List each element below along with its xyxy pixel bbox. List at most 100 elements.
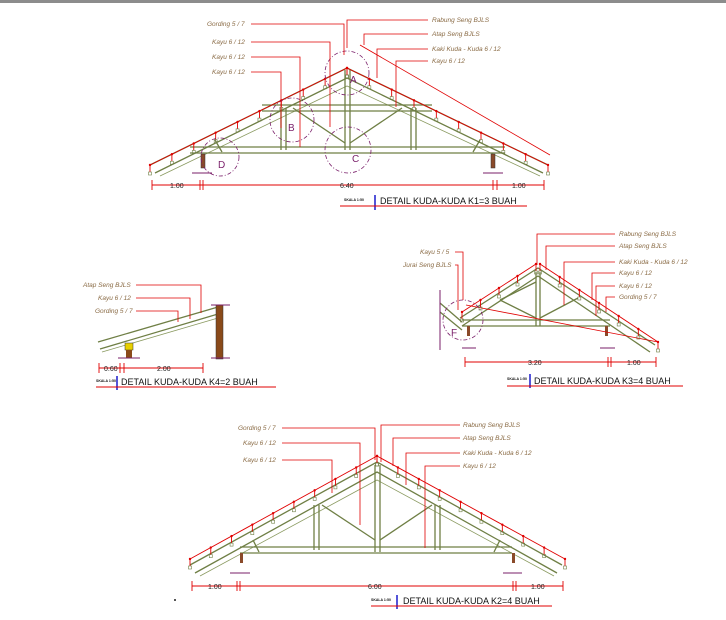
dimension-line bbox=[151, 180, 545, 190]
gording-section bbox=[271, 519, 275, 524]
label-kayu: Kayu 6 / 12 bbox=[619, 283, 652, 290]
dimension-text: 1.00 bbox=[170, 183, 184, 190]
label-kayu: Kayu 6 / 12 bbox=[432, 58, 465, 65]
tick-dot bbox=[302, 88, 305, 91]
tick-dot bbox=[188, 557, 192, 561]
gording-section bbox=[250, 531, 255, 535]
tick-dot bbox=[538, 262, 542, 266]
drawing-title-k1: DETAIL KUDA-KUDA K1=3 BUAH bbox=[380, 196, 517, 206]
label-kayu: Kayu 6 / 12 bbox=[212, 39, 245, 46]
gording-section bbox=[292, 508, 296, 513]
tick-dot bbox=[656, 340, 660, 344]
label-kaki-kuda: Kaki Kuda - Kuda 6 / 12 bbox=[463, 450, 532, 457]
gording-section bbox=[538, 270, 542, 275]
detail-circle-b bbox=[269, 97, 315, 143]
window-top-border bbox=[0, 0, 726, 3]
tick-dot bbox=[502, 142, 505, 145]
truss-k4: Atap Seng BJLS Kayu 6 / 12 Gording 5 / 7… bbox=[82, 282, 276, 390]
gording-section bbox=[542, 554, 546, 558]
tick-dot bbox=[542, 546, 546, 549]
tick-dot bbox=[435, 109, 438, 113]
point-marker bbox=[174, 599, 176, 601]
gording-section bbox=[534, 270, 538, 275]
label-kayu: Kayu 6 / 12 bbox=[243, 440, 276, 447]
gording-section bbox=[456, 128, 461, 133]
tick-dot bbox=[501, 523, 504, 526]
rafter-dim-line bbox=[376, 455, 566, 560]
gording-section bbox=[577, 296, 582, 301]
dimension-text: 6.00 bbox=[368, 584, 382, 591]
dimension-text: 6.40 bbox=[340, 183, 354, 190]
tick-dot bbox=[258, 109, 261, 113]
gording-section bbox=[521, 542, 526, 547]
gording-section bbox=[656, 348, 660, 353]
label-atap: Atap Seng BJLS bbox=[82, 282, 131, 289]
tick-dot bbox=[230, 534, 233, 538]
tick-dot bbox=[457, 120, 460, 124]
dimension-text: 2.00 bbox=[157, 366, 171, 373]
tick-dot bbox=[558, 275, 561, 279]
gording-section bbox=[213, 139, 218, 143]
truss-k1: A B C D Gording 5 / 7 Kayu 6 / 12 Kayu 6… bbox=[148, 17, 551, 210]
scale-text: SKALA 1:50 bbox=[344, 198, 364, 202]
tick-dot bbox=[417, 477, 420, 481]
label-rabung: Rabung Seng BJLS bbox=[432, 17, 490, 24]
gording-section bbox=[501, 150, 506, 154]
tick-dot bbox=[271, 512, 275, 515]
tick-dot bbox=[148, 163, 152, 167]
tick-dot bbox=[597, 301, 601, 305]
gording-section bbox=[396, 474, 400, 478]
rafter-length-line bbox=[359, 44, 551, 156]
gording-section bbox=[191, 150, 196, 154]
detail-circle-c bbox=[324, 126, 372, 174]
gording-section bbox=[616, 322, 621, 327]
dimension-text: 3.20 bbox=[528, 360, 542, 367]
scale-text: SKALA 1:50 bbox=[96, 379, 116, 383]
detail-mark-b: B bbox=[288, 123, 295, 134]
drawing-title-k4: DETAIL KUDA-KUDA K4=2 BUAH bbox=[121, 377, 258, 387]
gording-section bbox=[312, 497, 317, 501]
gording-section bbox=[479, 139, 483, 143]
gording-section bbox=[235, 128, 240, 133]
gording-section bbox=[229, 542, 234, 547]
tick-dot bbox=[334, 477, 337, 481]
gording-section bbox=[412, 107, 416, 111]
label-gording: Gording 5 / 7 bbox=[238, 425, 276, 432]
label-kayu: Kayu 6 / 12 bbox=[98, 295, 131, 302]
tick-dot bbox=[578, 288, 581, 292]
detail-mark-d: D bbox=[218, 160, 225, 171]
gording-section bbox=[515, 282, 520, 287]
rafter-dimension-ticks bbox=[538, 262, 660, 353]
rafter-dimension-ticks bbox=[188, 454, 379, 570]
tick-dot bbox=[497, 286, 501, 290]
gording-section bbox=[563, 565, 567, 570]
gording-section bbox=[323, 85, 327, 90]
tick-dot bbox=[390, 88, 393, 91]
tick-dot bbox=[617, 314, 620, 318]
tick-dot bbox=[192, 142, 195, 145]
gording-section bbox=[497, 294, 501, 299]
label-rabung: Rabung Seng BJLS bbox=[619, 231, 677, 238]
drawing-title-k2: DETAIL KUDA-KUDA K2=4 BUAH bbox=[403, 596, 540, 606]
label-atap: Atap Seng BJLS bbox=[462, 435, 511, 442]
dimension-text: 0.60 bbox=[104, 366, 118, 373]
gording-section bbox=[301, 96, 306, 100]
tick-dot bbox=[563, 557, 567, 561]
gording-section bbox=[479, 519, 484, 524]
label-kaki-kuda: Kaki Kuda - Kuda 6 / 12 bbox=[432, 46, 501, 53]
gording-section bbox=[257, 117, 262, 122]
rafter-dimension-ticks bbox=[375, 454, 567, 570]
tick-dot bbox=[637, 327, 640, 331]
gording-section bbox=[523, 160, 528, 165]
label-atap: Atap Seng BJLS bbox=[431, 31, 480, 38]
gording-section bbox=[557, 283, 562, 288]
rafter-dim-line bbox=[149, 67, 348, 166]
dimension-line bbox=[191, 581, 564, 591]
detail-circle-a bbox=[324, 50, 370, 96]
tick-dot bbox=[396, 466, 400, 469]
tick-dot bbox=[375, 454, 379, 458]
gording-section bbox=[170, 160, 174, 165]
truss-k2: Gording 5 / 7 Kayu 6 / 12 Kayu 6 / 12 Ra… bbox=[174, 422, 567, 609]
rafter-dim-line bbox=[346, 67, 549, 166]
